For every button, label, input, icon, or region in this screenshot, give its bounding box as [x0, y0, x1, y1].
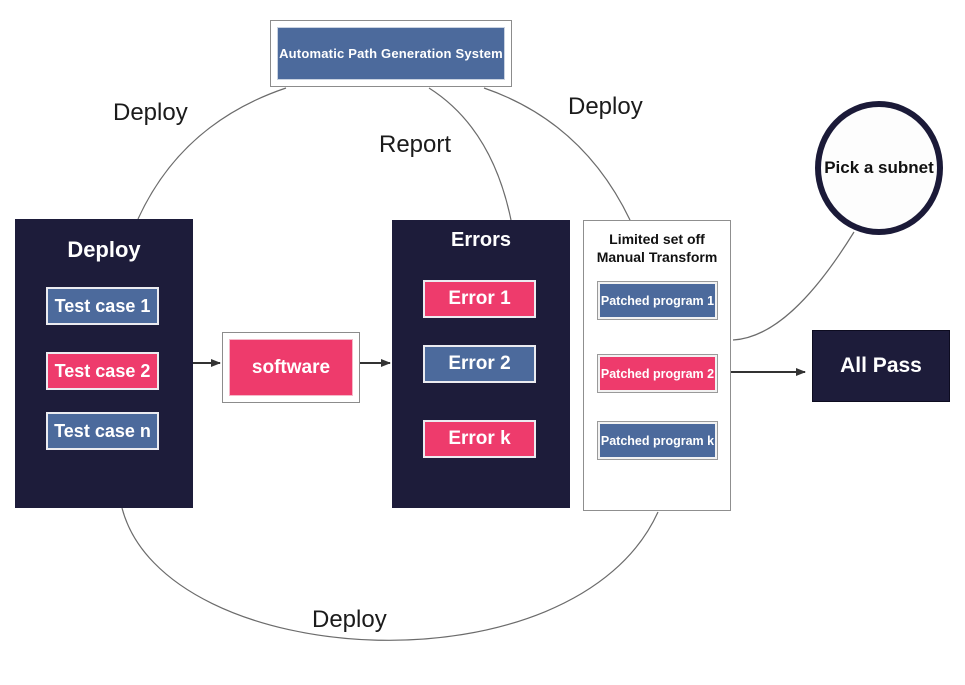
apgs-box-inner: Automatic Path Generation System [277, 27, 505, 80]
edge-deploy-left-curve [137, 87, 287, 220]
edge-deploy-right-curve [483, 87, 631, 221]
manual-transform-title-line1: Limited set off [609, 231, 705, 247]
error-1-node: Error 1 [423, 280, 536, 318]
test-case-2-node: Test case 2 [46, 352, 159, 390]
edge-label-deploy-bottom: Deploy [312, 606, 387, 633]
errors-panel: Errors Error 1 Error 2 Error k [392, 220, 570, 508]
patched-program-1-node: Patched program 1 [597, 281, 718, 320]
patched-program-2-node: Patched program 2 [597, 354, 718, 393]
edge-label-deploy-right: Deploy [568, 93, 643, 120]
error-2-node: Error 2 [423, 345, 536, 383]
manual-transform-title: Limited set off Manual Transform [584, 230, 730, 266]
test-case-n-node: Test case n [46, 412, 159, 450]
errors-panel-title: Errors [450, 229, 512, 251]
edge-subnet-curve [732, 231, 855, 341]
error-k-node: Error k [423, 420, 536, 458]
test-case-1-node: Test case 1 [46, 287, 159, 325]
edge-label-deploy-left: Deploy [113, 99, 188, 126]
apgs-label: Automatic Path Generation System [279, 46, 503, 61]
apgs-box: Automatic Path Generation System [270, 20, 512, 87]
manual-transform-title-line2: Manual Transform [596, 249, 718, 266]
software-box-inner: software [229, 339, 353, 396]
manual-transform-panel: Limited set off Manual Transform Patched… [583, 220, 731, 511]
patched-program-k-node: Patched program k [597, 421, 718, 460]
deploy-panel: Deploy Test case 1 Test case 2 Test case… [15, 219, 193, 508]
edge-label-report: Report [379, 131, 452, 158]
software-box: software [222, 332, 360, 403]
edge-deploy-bottom-curve [121, 507, 659, 641]
edge-report-curve [428, 87, 512, 221]
deploy-panel-title: Deploy [67, 237, 141, 262]
pick-a-subnet-circle: Pick a subnet [815, 101, 943, 235]
all-pass-box: All Pass [812, 330, 950, 402]
